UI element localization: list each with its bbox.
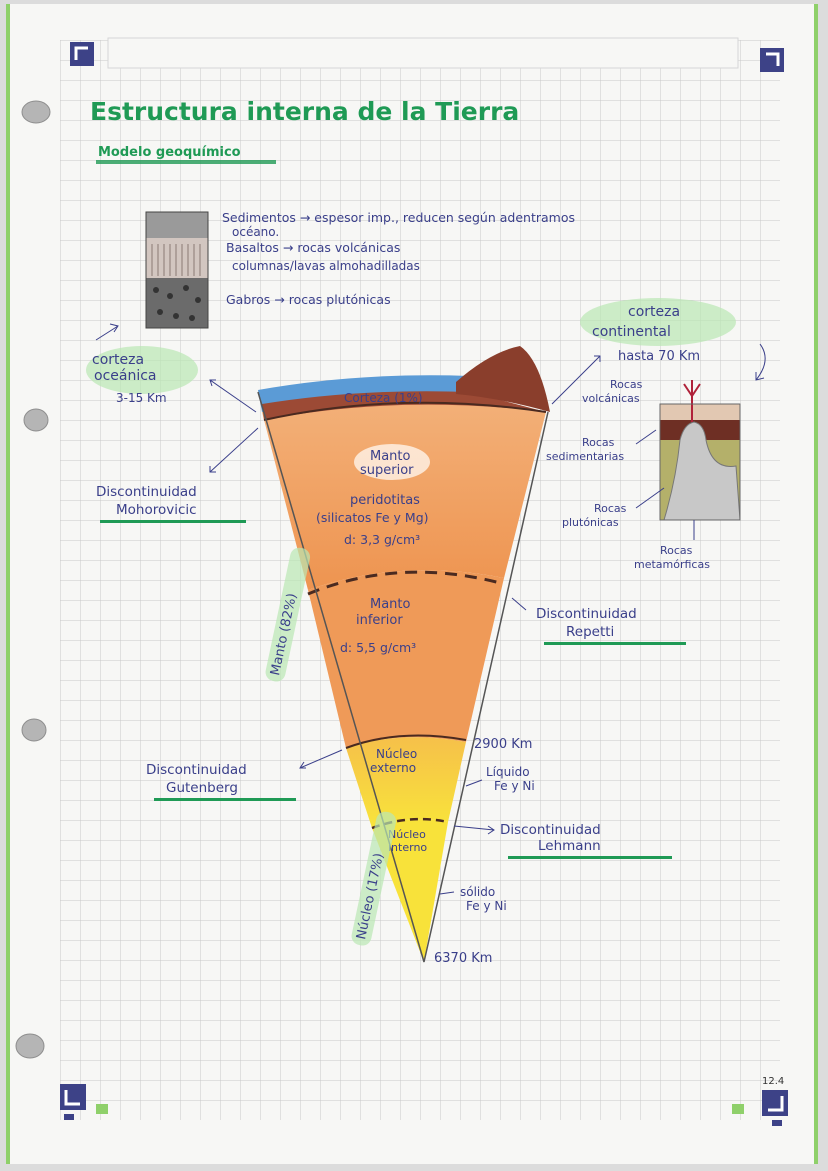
continental-crust-label-2: continental — [592, 324, 671, 340]
gutenberg-label-1: Discontinuidad — [146, 762, 247, 778]
subtitle: Modelo geoquímico — [98, 145, 241, 160]
oceanic-crust-label-1: corteza — [92, 352, 144, 368]
oceanic-crust-rock — [262, 391, 546, 420]
sediments-note: Sedimentos → espesor imp., reducen según… — [222, 210, 575, 225]
continental-crust-column — [659, 380, 741, 521]
plutonic-label-1: Rocas — [594, 502, 627, 515]
lehmann-label-1: Discontinuidad — [500, 822, 601, 838]
gutenberg-line — [345, 734, 467, 749]
lehmann-underline — [508, 856, 672, 859]
peridotite-label: peridotitas — [350, 493, 420, 508]
volcanic-label-2: volcánicas — [582, 392, 640, 405]
upper-mantle-layer — [262, 402, 546, 590]
solid-label-1: sólido — [460, 885, 495, 899]
lower-density-label: d: 5,5 g/cm³ — [340, 640, 416, 655]
plutonic-label-2: plutónicas — [562, 516, 619, 529]
basalts-note-2: columnas/lavas almohadilladas — [232, 259, 420, 273]
page-number: 12.4 — [762, 1076, 784, 1087]
volcanic-label-1: Rocas — [610, 378, 643, 391]
oceanic-crust-column — [145, 211, 209, 329]
sedimentary-label-1: Rocas — [582, 436, 615, 449]
lower-mantle-layer — [308, 570, 504, 748]
gabbros-note: Gabros → rocas plutónicas — [226, 292, 391, 307]
outer-core-layer — [346, 737, 466, 828]
continental-crust-highlight — [580, 298, 736, 346]
oceanic-thickness-label: 3-15 Km — [116, 391, 167, 405]
moho-label-1: Discontinuidad — [96, 484, 197, 500]
outer-core-label-2: externo — [370, 761, 416, 775]
moho-label-2: Mohorovicic — [116, 502, 197, 518]
oceanic-crust-highlight — [86, 346, 198, 394]
header-strip — [107, 37, 739, 69]
crust-label: Corteza (1%) — [344, 391, 423, 405]
page-title: Estructura interna de la Tierra — [90, 97, 519, 126]
liquid-label-2: Fe y Ni — [494, 779, 535, 793]
outer-core-label-1: Núcleo — [376, 747, 417, 761]
inner-core-label-1: Núcleo — [388, 828, 426, 841]
oceanic-crust-label-2: oceánica — [94, 368, 157, 384]
solid-label-2: Fe y Ni — [466, 899, 507, 913]
lehmann-label-2: Lehmann — [538, 838, 601, 854]
metamorphic-label-2: metamórficas — [634, 558, 710, 571]
upper-mantle-label-1: Manto — [370, 449, 411, 464]
repetti-discontinuity-line — [307, 570, 505, 596]
repetti-label-2: Repetti — [566, 624, 614, 640]
corner-marker-top-left-icon — [70, 42, 94, 66]
repetti-label-1: Discontinuidad — [536, 606, 637, 622]
gutenberg-underline — [154, 798, 296, 801]
earth-section-diagram — [257, 346, 550, 963]
depth-6370-label: 6370 Km — [434, 951, 492, 966]
subtitle-underline — [96, 160, 276, 164]
corner-marker-bottom-left-icon — [60, 1084, 108, 1120]
repetti-underline — [544, 642, 686, 645]
continental-depth-label: hasta 70 Km — [618, 349, 700, 364]
silicates-label: (silicatos Fe y Mg) — [316, 510, 429, 525]
liquid-label-1: Líquido — [486, 765, 530, 779]
metamorphic-label-1: Rocas — [660, 544, 693, 557]
lower-mantle-label-2: inferior — [356, 613, 403, 628]
continental-mountain — [456, 346, 550, 412]
green-margin-line-right — [814, 4, 818, 1164]
gutenberg-label-2: Gutenberg — [166, 780, 238, 796]
upper-density-label: d: 3,3 g/cm³ — [344, 532, 420, 547]
continental-crust-label-1: corteza — [628, 304, 680, 320]
upper-mantle-highlight — [354, 444, 430, 480]
moho-underline — [100, 520, 246, 523]
corner-marker-top-right-icon — [760, 48, 784, 72]
inner-core-label-2: interno — [388, 841, 427, 854]
sedimentary-label-2: sedimentarias — [546, 450, 624, 463]
inner-core-layer — [372, 819, 448, 962]
depth-2900-label: 2900 Km — [474, 737, 532, 752]
sediments-note-2: océano. — [232, 225, 279, 239]
binder-holes — [15, 100, 51, 1059]
upper-mantle-label-2: superior — [360, 463, 414, 478]
lower-mantle-label-1: Manto — [370, 597, 411, 612]
corner-marker-bottom-right-icon — [732, 1090, 788, 1126]
green-margin-line — [6, 4, 10, 1164]
basalts-note: Basaltos → rocas volcánicas — [226, 240, 400, 255]
